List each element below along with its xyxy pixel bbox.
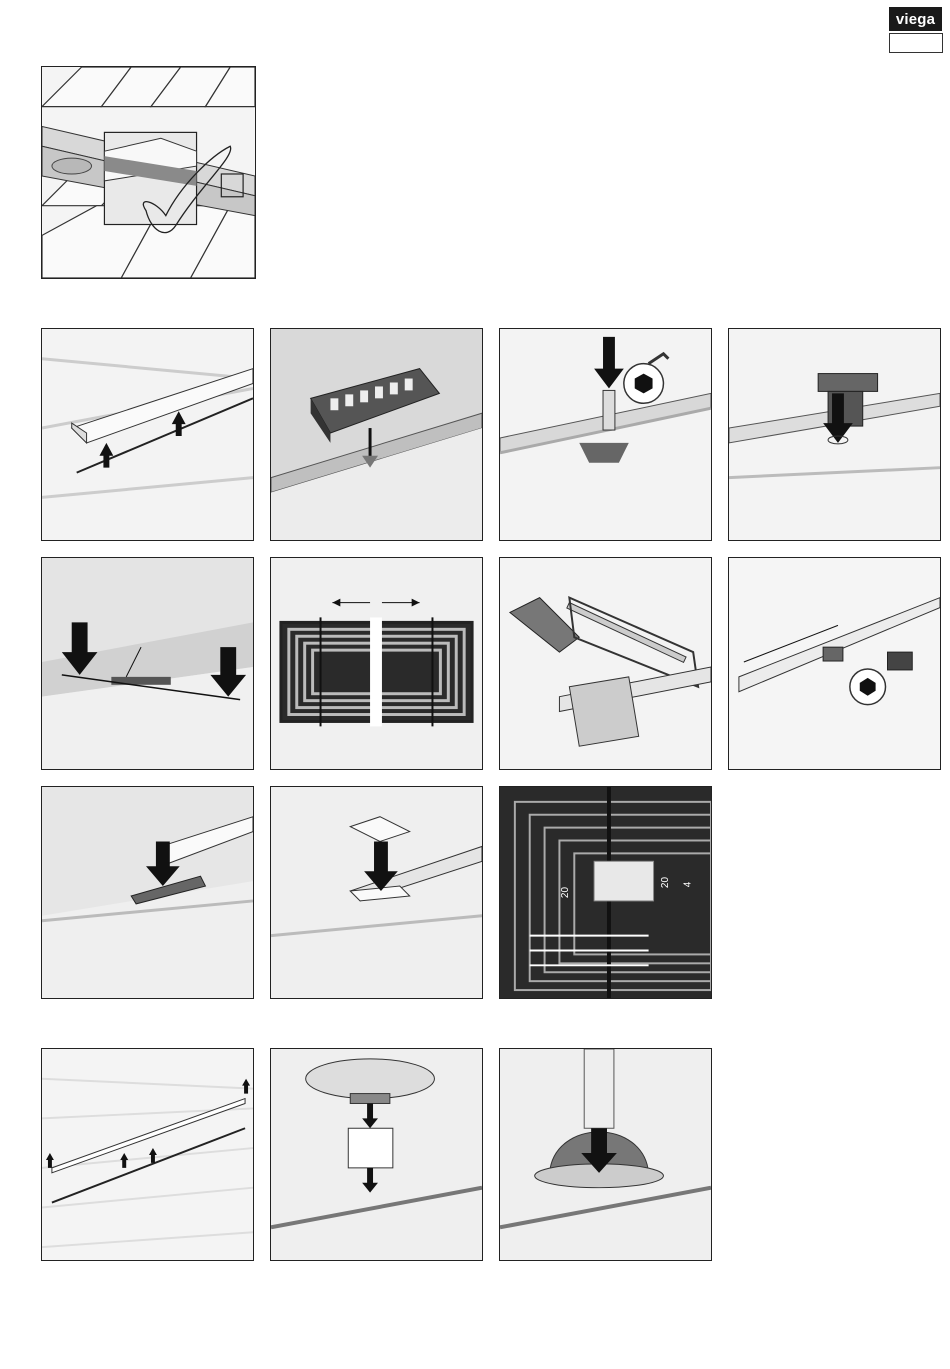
hex-key-icon [850, 669, 886, 705]
step-5-panel [41, 557, 254, 770]
viega-logo: viega [889, 7, 942, 31]
step-3-panel [499, 328, 712, 541]
overview-illustration [41, 66, 256, 279]
step-4-panel [728, 328, 941, 541]
step-12-panel [41, 1048, 254, 1261]
step-9-panel [41, 786, 254, 999]
step-8-panel [728, 557, 941, 770]
dim-top-right-label: 20 [660, 877, 671, 888]
dim-top-left-label: 20 [560, 887, 571, 898]
step-14-panel [499, 1048, 712, 1261]
step-7-panel [499, 557, 712, 770]
step-1-panel [41, 328, 254, 541]
step-6-panel [270, 557, 483, 770]
step-2-panel [270, 328, 483, 541]
step-13-panel [270, 1048, 483, 1261]
dim-small-label: 4 [682, 882, 693, 888]
step-10-panel [270, 786, 483, 999]
step-11-panel: 20 20 4 [499, 786, 712, 999]
logo-label-box [889, 33, 943, 53]
